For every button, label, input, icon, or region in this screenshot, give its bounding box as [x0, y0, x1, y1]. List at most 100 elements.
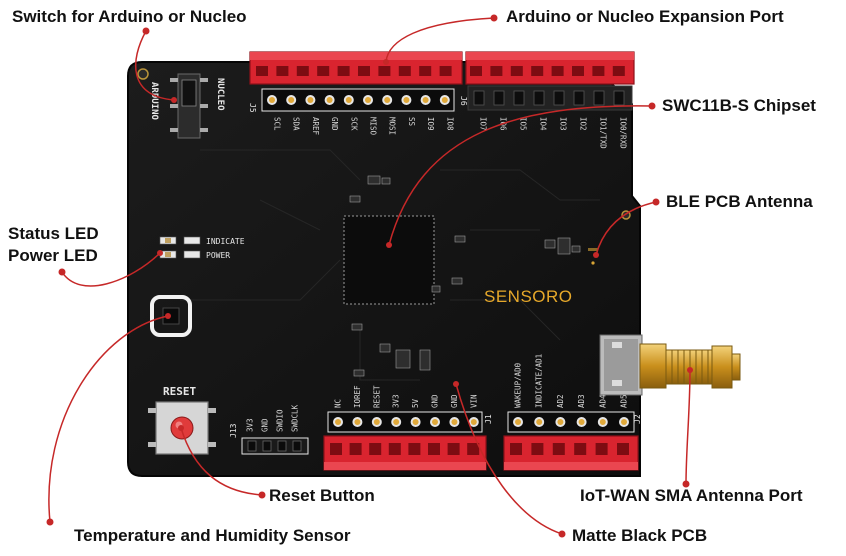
header-socket — [330, 443, 342, 455]
pin-label: IO4 — [539, 117, 548, 131]
header-socket — [349, 443, 362, 455]
pin-label: NC — [334, 399, 343, 408]
header-pin — [277, 440, 287, 452]
j2-pads — [513, 417, 629, 427]
header-pad-center — [557, 419, 564, 425]
pin-label: SWDIO — [276, 409, 285, 432]
j1-label: J1 — [484, 414, 493, 424]
j5-label: J5 — [248, 103, 257, 113]
header-socket — [510, 66, 523, 76]
header-pad-center — [536, 419, 543, 425]
led-indicate-label: INDICATE — [206, 237, 245, 246]
header-pad-center — [393, 419, 400, 425]
header-pad-center — [269, 97, 275, 103]
header-socket — [592, 66, 605, 76]
header-socket — [256, 66, 268, 76]
header-socket — [572, 66, 584, 76]
callout-expansion-port: Arduino or Nucleo Expansion Port — [506, 7, 784, 26]
callout-temp-sensor: Temperature and Humidity Sensor — [74, 526, 351, 545]
header-j2 — [503, 435, 639, 471]
header-socket — [552, 443, 565, 455]
pin-label: GND — [330, 117, 339, 131]
leader-lines — [48, 17, 691, 535]
j6-pin-row — [473, 90, 625, 106]
j6-label: J6 — [459, 96, 468, 106]
pin-label: RESET — [372, 385, 381, 408]
pin-label: MOSI — [388, 117, 397, 135]
ble-pcb-antenna — [591, 261, 595, 265]
header-pad-center — [345, 97, 352, 103]
header-pad-center — [288, 97, 295, 103]
header-pad-center — [578, 419, 585, 425]
pin-label: SWDCLK — [291, 404, 300, 432]
pin-label: AD2 — [556, 394, 565, 408]
callout-pcb: Matte Black PCB — [572, 526, 708, 545]
j13-label: J13 — [229, 423, 238, 438]
callout-status-led: Status LED — [8, 224, 99, 243]
swc11b-chipset — [343, 215, 435, 305]
header-socket — [531, 443, 544, 455]
pin-label: VIN — [469, 394, 478, 408]
header-socket — [296, 66, 309, 76]
header-socket — [467, 443, 480, 455]
j2-label: J2 — [633, 414, 642, 424]
header-socket — [358, 66, 370, 76]
header-socket — [612, 66, 625, 76]
header-socket — [408, 443, 421, 455]
header-pad-center — [441, 97, 448, 103]
header-pin — [262, 440, 272, 452]
pin-label: SDA — [292, 117, 301, 131]
pin-label: SCK — [349, 117, 358, 131]
leader-expansion-port — [385, 17, 495, 63]
header-socket — [470, 66, 482, 76]
header-socket — [337, 66, 350, 76]
callout-sma-port: IoT-WAN SMA Antenna Port — [580, 486, 803, 505]
header-socket — [419, 66, 432, 76]
pin-label: SS — [407, 117, 416, 127]
pin-label: IO0/RXD — [619, 117, 628, 149]
j2-pad-strip — [507, 411, 635, 433]
pin-label: SCL — [273, 117, 282, 131]
pin-label: GND — [450, 394, 459, 408]
header-socket — [617, 443, 629, 455]
header-pad-center — [470, 419, 477, 425]
pin-label: MISO — [369, 117, 378, 136]
mounting-hole — [137, 68, 149, 80]
leader-dots — [46, 14, 693, 538]
callout-ble-antenna: BLE PCB Antenna — [666, 192, 813, 211]
j1-pads — [333, 417, 479, 427]
header-pad-center — [335, 419, 341, 425]
j13-header — [241, 437, 309, 455]
header-j1 — [323, 435, 487, 471]
header-j5 — [249, 51, 463, 85]
header-socket — [595, 443, 608, 455]
header-socket — [447, 443, 460, 455]
header-pad-center — [432, 419, 438, 425]
pin-label: AD3 — [577, 394, 586, 408]
pin-label: AD5 — [620, 394, 629, 408]
header-socket — [398, 66, 411, 76]
pin-label: IOREF — [353, 385, 362, 408]
header-pad-center — [451, 419, 458, 425]
status-led — [159, 236, 201, 245]
arduino-nucleo-switch[interactable] — [170, 73, 208, 139]
pin-label: AD4 — [598, 394, 607, 408]
leader-ble — [595, 201, 657, 256]
header-socket — [490, 66, 503, 76]
pin-label: 3V3 — [392, 394, 401, 408]
callout-chipset: SWC11B-S Chipset — [662, 96, 816, 115]
ble-antenna-trace — [588, 248, 598, 251]
header-pad-center — [599, 419, 606, 425]
pin-label: IO9 — [426, 117, 435, 131]
pin-label: 5V — [411, 398, 420, 408]
header-socket — [388, 443, 401, 455]
j5-pads — [267, 95, 450, 105]
pin-label: 3V3 — [246, 418, 255, 432]
header-socket — [510, 443, 522, 455]
leader-chipset — [388, 105, 653, 246]
pcb-traces — [180, 149, 600, 381]
